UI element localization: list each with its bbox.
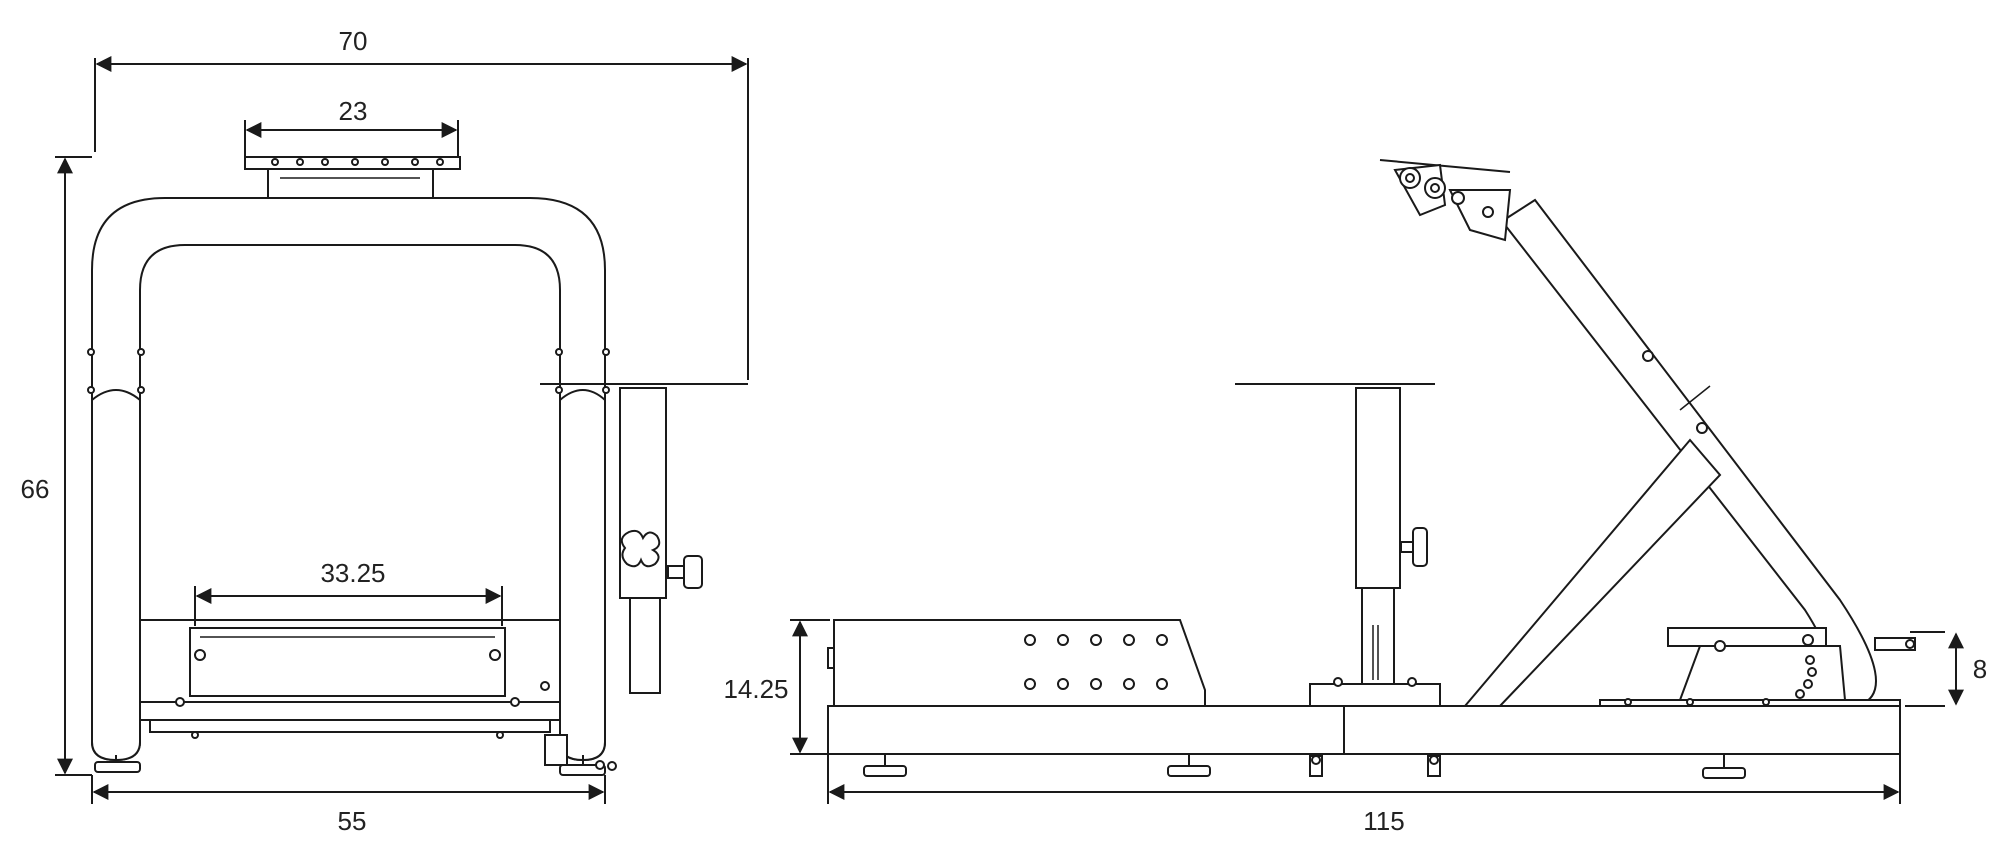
support-strut — [1462, 438, 1722, 707]
dim-side-overall-length: 115 — [827, 714, 1901, 836]
label-side-base-height: 14.25 — [723, 674, 788, 704]
seat-slider — [1599, 627, 1901, 707]
dim-front-base-width: 55 — [91, 775, 606, 836]
label-seat-rail-height: 8 — [1973, 654, 1987, 684]
label-front-height: 66 — [21, 474, 50, 504]
pedal-base — [139, 619, 561, 733]
dim-seat-rail-height: 8 — [1905, 631, 1987, 707]
label-side-overall-length: 115 — [1363, 806, 1404, 836]
label-front-overall-width: 70 — [339, 26, 368, 56]
shifter-post — [540, 383, 748, 694]
right-leg-sleeve — [559, 389, 606, 762]
front-feet — [94, 731, 617, 776]
side-base-rail — [827, 705, 1901, 755]
label-front-base-width: 55 — [338, 806, 367, 836]
front-view: 70 23 66 33.25 55 — [21, 26, 749, 836]
side-shifter-post — [1235, 383, 1441, 707]
pedal-deck-holes — [1024, 634, 1168, 690]
dim-wheel-plate-width: 23 — [244, 96, 459, 157]
side-wheel-mount — [1379, 159, 1512, 242]
label-pedal-plate-width: 33.25 — [320, 558, 385, 588]
dim-pedal-plate-width: 33.25 — [194, 558, 503, 626]
side-view: 14.25 115 8 — [723, 159, 1987, 836]
side-feet — [863, 754, 1746, 779]
wheel-mount-plate — [244, 156, 461, 199]
dim-side-base-height: 14.25 — [723, 619, 830, 755]
dim-front-height: 66 — [21, 156, 92, 776]
dim-front-overall-width: 70 — [94, 26, 749, 380]
pedal-deck — [833, 619, 1206, 707]
label-wheel-plate-width: 23 — [339, 96, 368, 126]
knob-icon — [620, 529, 661, 568]
left-leg-sleeve — [91, 389, 141, 762]
